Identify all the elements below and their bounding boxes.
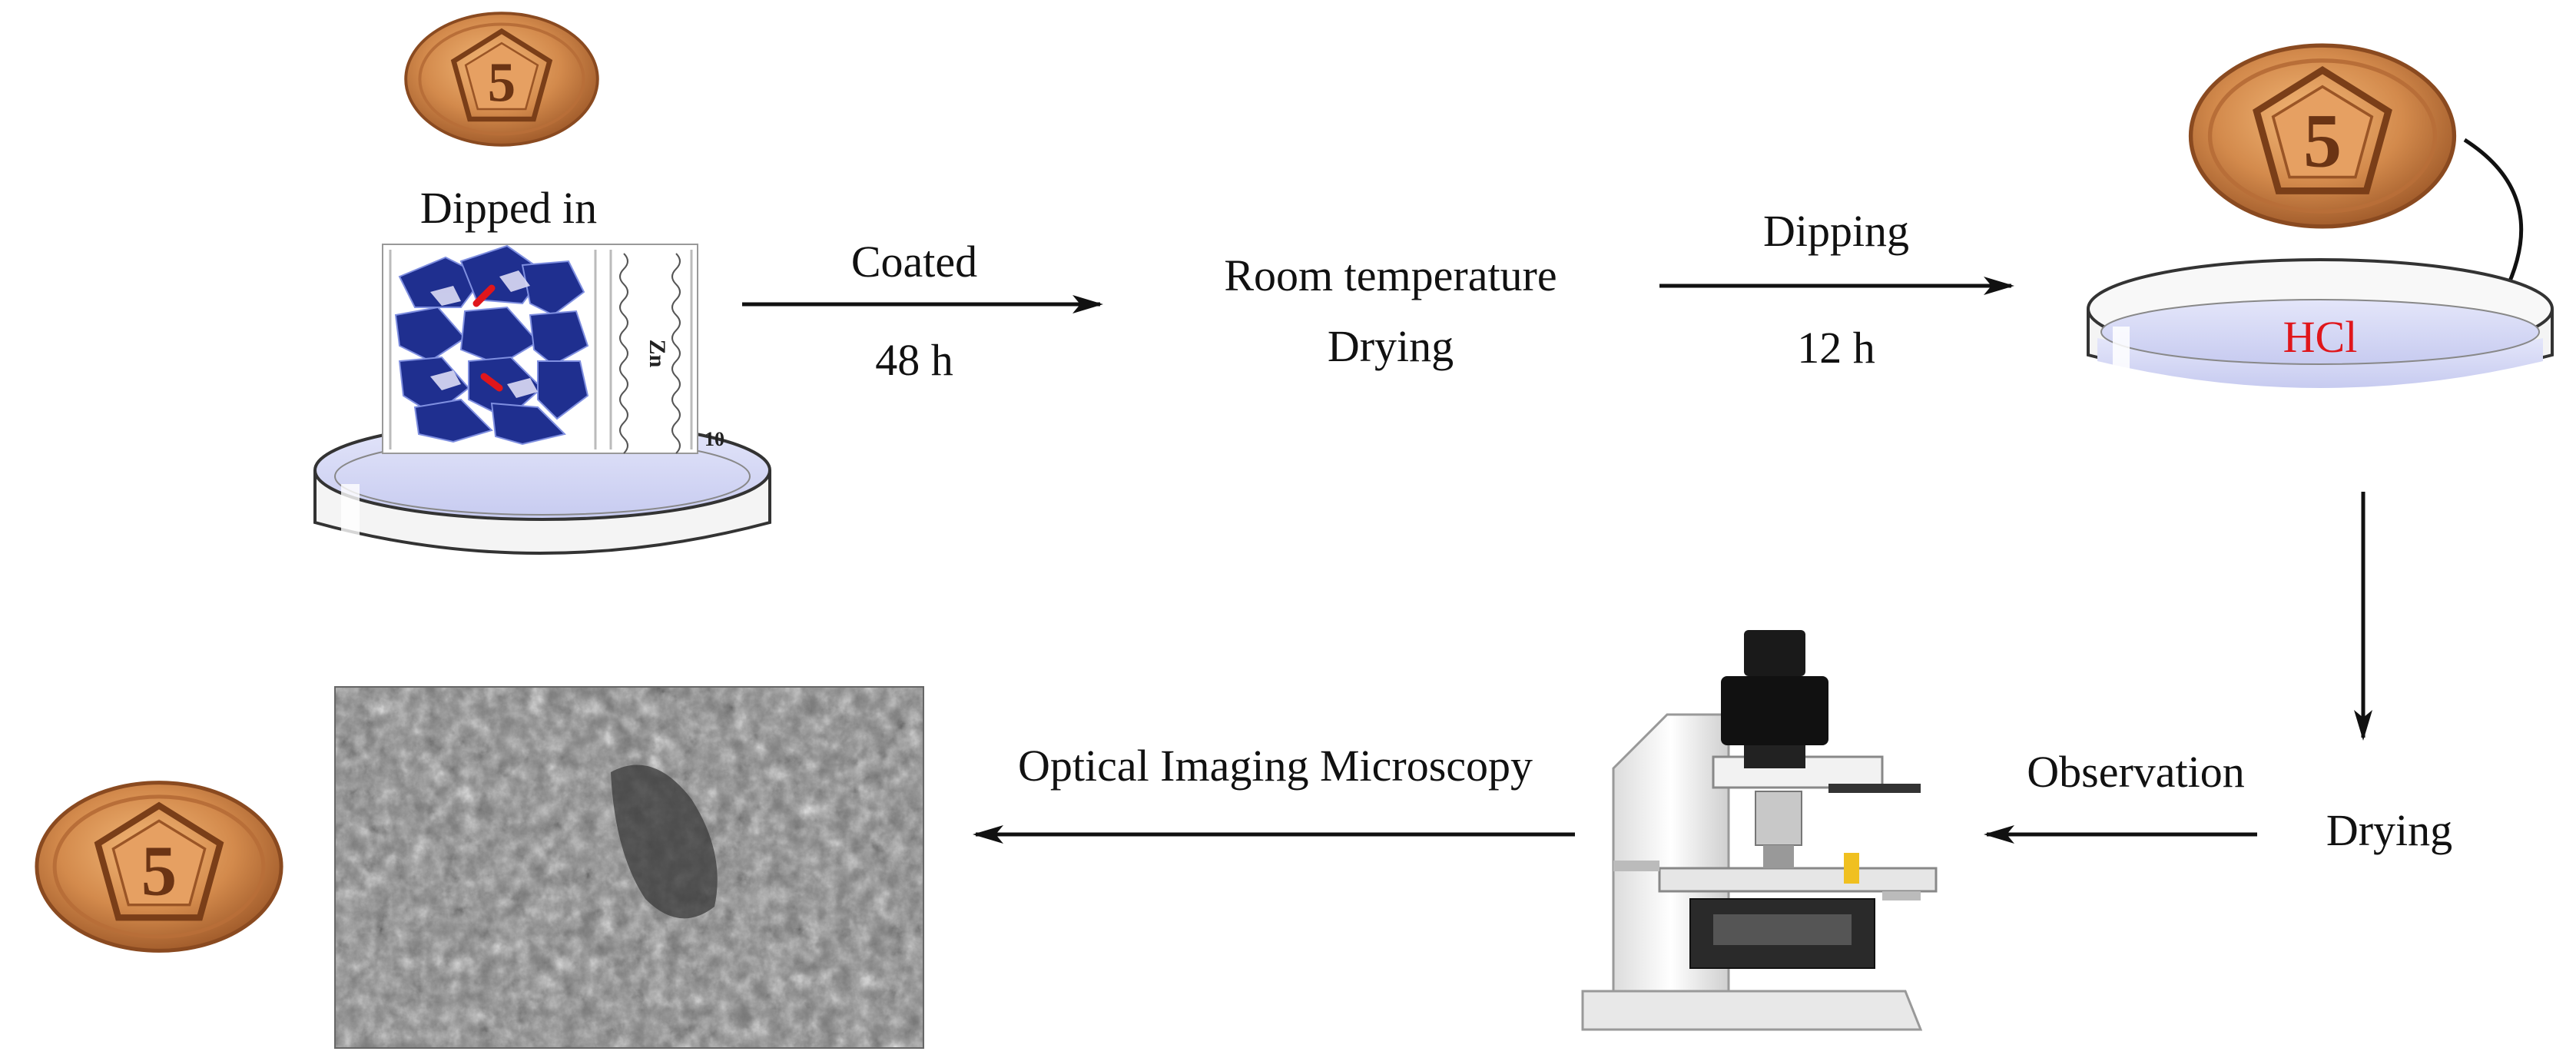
optical-imaging-microscopy-label: Optical Imaging Microscopy <box>1017 741 1533 791</box>
coin-icon <box>2191 45 2455 227</box>
coated-label: Coated <box>850 237 978 287</box>
dipped-in-label: Dipped in <box>419 183 598 233</box>
observation-label: Observation <box>2027 747 2245 797</box>
coin-icon <box>406 13 598 145</box>
drying-label-2: Drying <box>2326 805 2453 855</box>
micrograph-image <box>334 686 924 1049</box>
unit-cell-subscript: 10 <box>705 428 724 450</box>
hcl-label: HCl <box>2283 312 2358 362</box>
time-48h-label: 48 h <box>875 335 953 385</box>
time-12h-label: 12 h <box>1797 323 1875 373</box>
dipping-label: Dipping <box>1762 206 1910 256</box>
coin-icon <box>37 783 281 951</box>
unit-cell-zn-label: Zn <box>645 340 670 368</box>
polyoxometalate-structure-icon: Zn 10 <box>382 244 724 454</box>
drying-label-1: Drying <box>1327 321 1454 371</box>
petri-dish-icon <box>2087 258 2554 388</box>
microscope-icon <box>1575 619 1967 1058</box>
room-temperature-label: Room temperature <box>1224 250 1557 300</box>
